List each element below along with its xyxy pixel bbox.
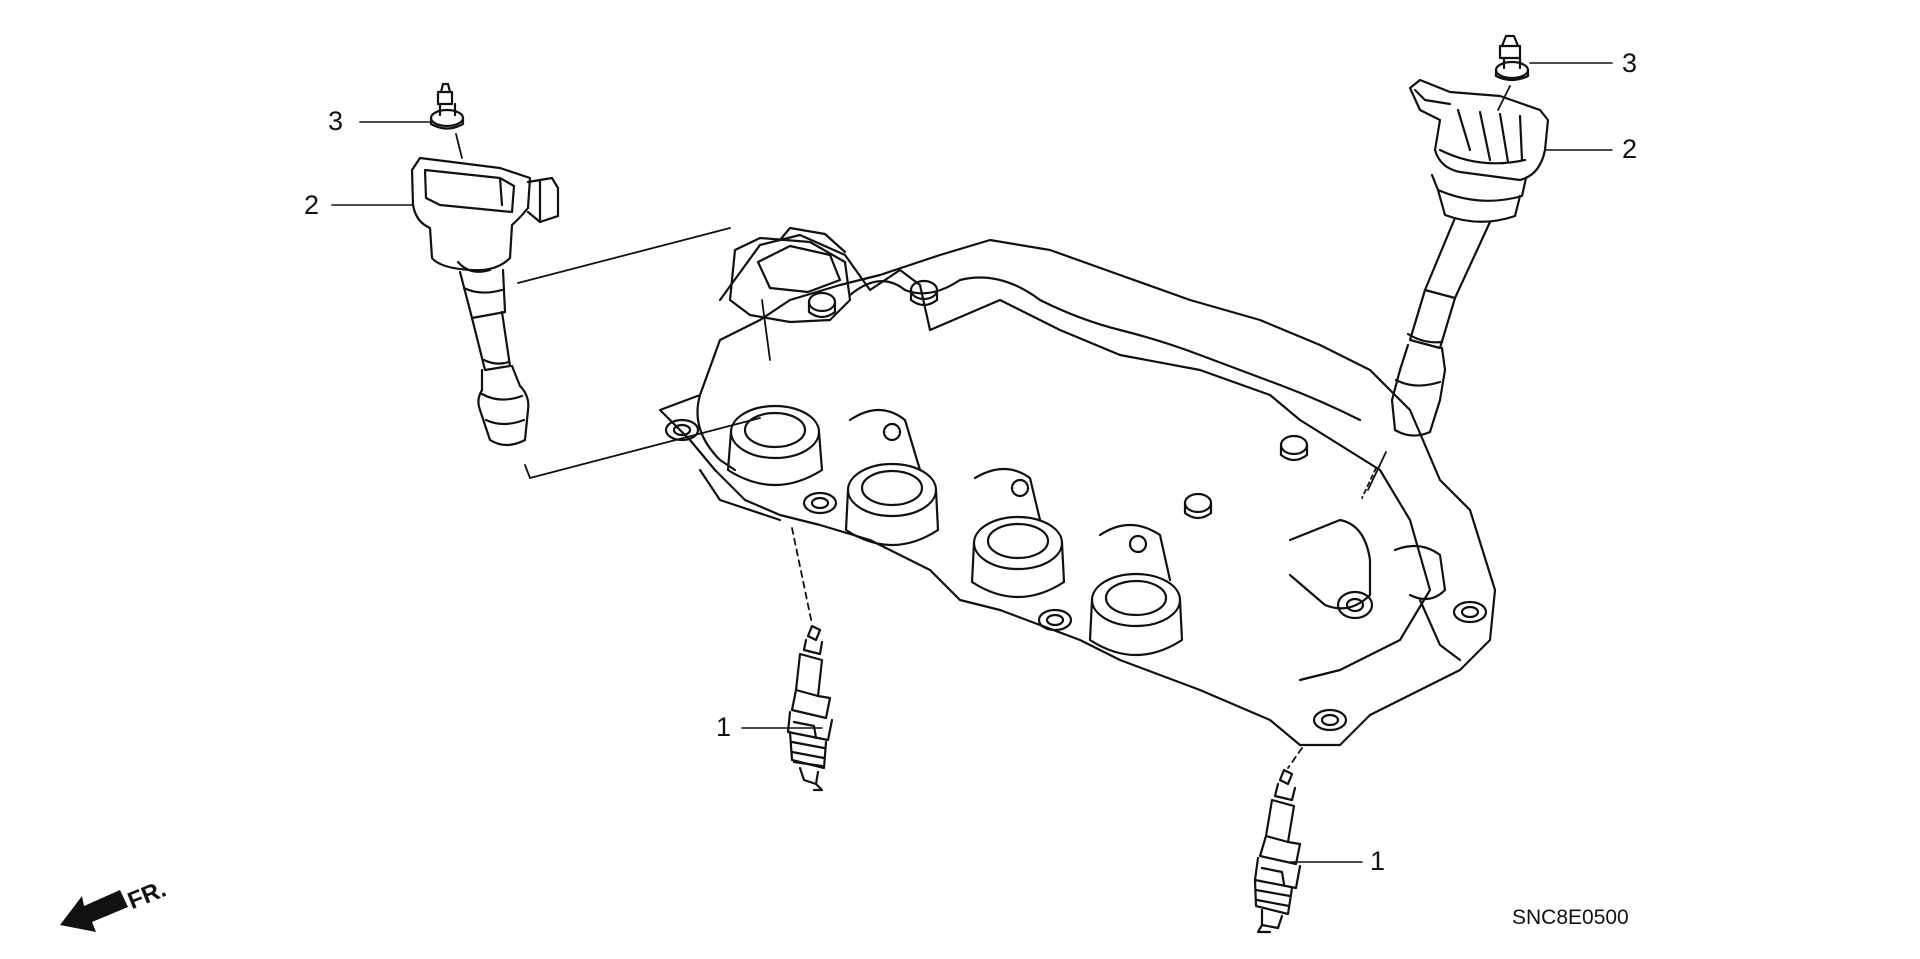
leader-lines (331, 62, 1613, 863)
diagram-code: SNC8E0500 (1512, 906, 1629, 929)
callout-plug-left: 1 (716, 712, 732, 742)
callout-coil-right-bolt: 3 (1622, 48, 1638, 78)
plug-well-3 (970, 467, 1066, 598)
plug-well-4 (1088, 524, 1184, 656)
valve-cover (658, 226, 1497, 747)
callout-coil-left: 2 (304, 190, 320, 220)
callout-coil-left-bolt: 3 (328, 106, 344, 136)
ignition-coil-right (1390, 34, 1550, 437)
callout-plug-right: 1 (1370, 846, 1386, 876)
callout-coil-right: 2 (1622, 134, 1638, 164)
guide-lines (455, 85, 1511, 769)
front-arrow-icon (60, 890, 128, 932)
spark-plug-left (786, 624, 834, 792)
plug-well-1 (696, 393, 824, 486)
ignition-coil-left (410, 82, 560, 447)
plug-well-2 (844, 408, 940, 546)
spark-plug-right (1253, 768, 1302, 934)
